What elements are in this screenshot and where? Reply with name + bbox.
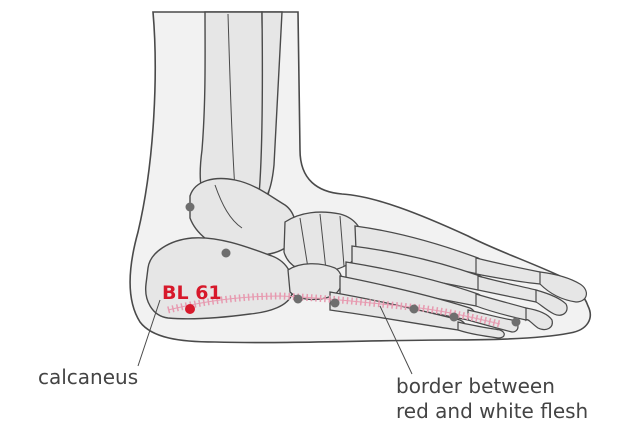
marker-dot <box>449 312 459 322</box>
calcaneus-leader-line <box>137 299 161 367</box>
border-label-line2: red and white flesh <box>396 399 588 423</box>
border-leader-line <box>379 305 413 375</box>
marker-dot <box>185 202 195 212</box>
bl61-point-label: BL 61 <box>162 282 222 304</box>
toe-phalanges <box>457 257 587 339</box>
marker-dot <box>409 304 419 314</box>
marker-dot <box>221 248 231 258</box>
border-label-line1: border between <box>396 374 555 398</box>
fibula-bone <box>257 11 283 207</box>
marker-dot <box>511 317 521 327</box>
calcaneus-label: calcaneus <box>38 365 138 389</box>
bl61-point-dot <box>185 304 195 314</box>
landmark-markers <box>185 202 521 327</box>
marker-dot <box>293 294 303 304</box>
tibia-bone <box>199 11 271 209</box>
marker-dot <box>330 298 340 308</box>
